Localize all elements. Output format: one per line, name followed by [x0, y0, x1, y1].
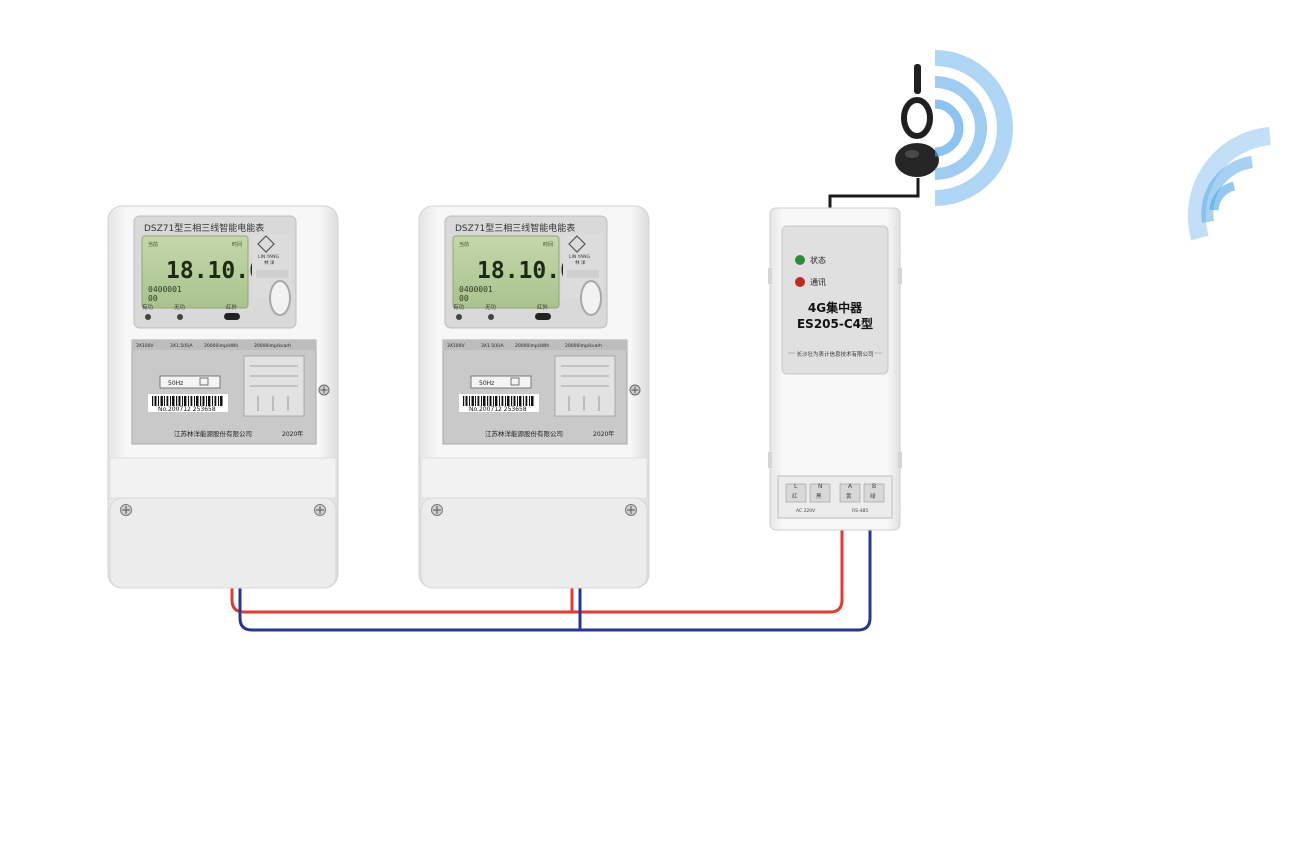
svg-text:20000imp/kWh: 20000imp/kWh: [204, 343, 238, 349]
manufacturer: 江苏林洋能源股份有限公司: [174, 429, 252, 438]
page-button: [580, 280, 602, 316]
serial-number: No.200712 253658: [158, 406, 216, 413]
svg-text:时间: 时间: [232, 241, 242, 248]
reactive-led: [177, 314, 183, 320]
infrared-port: [224, 313, 240, 320]
device-name: 4G集中器: [808, 300, 863, 315]
svg-text:通讯: 通讯: [810, 277, 826, 287]
svg-text:0400001: 0400001: [148, 285, 182, 294]
svg-text:20000imp/kvarh: 20000imp/kvarh: [565, 343, 602, 349]
svg-text:50Hz: 50Hz: [168, 380, 183, 387]
svg-text:RS-485: RS-485: [852, 508, 868, 514]
serial-number: No.200712 253658: [469, 406, 527, 413]
svg-text:0400001: 0400001: [459, 285, 493, 294]
active-led: [145, 314, 151, 320]
svg-text:3X100V: 3X100V: [136, 343, 155, 349]
concentrator-4g: 状态 通讯 4G集中器 ES205-C4型 长沙壮为表计信息技术有限公司 L N…: [768, 207, 902, 531]
svg-text:00: 00: [148, 294, 158, 303]
svg-text:有功: 有功: [453, 303, 465, 311]
barcode-bars: [152, 396, 223, 406]
svg-text:时间: 时间: [543, 241, 553, 248]
wire-blue: [238, 528, 872, 632]
svg-text:N: N: [818, 483, 823, 490]
svg-text:当前: 当前: [148, 241, 158, 248]
svg-text:AC 220V: AC 220V: [796, 508, 816, 514]
svg-text:3X1.5(6)A: 3X1.5(6)A: [170, 343, 193, 349]
svg-text:3X100V: 3X100V: [447, 343, 466, 349]
device-company: 长沙壮为表计信息技术有限公司: [796, 350, 873, 358]
svg-text:50Hz: 50Hz: [479, 380, 494, 387]
svg-text:2020年: 2020年: [593, 430, 614, 438]
svg-text:00: 00: [459, 294, 469, 303]
comm-led: [795, 277, 805, 287]
svg-text:有功: 有功: [142, 303, 154, 311]
svg-text:20000imp/kvarh: 20000imp/kvarh: [254, 343, 291, 349]
meter-title: DSZ71型三相三线智能电能表: [144, 222, 264, 234]
antenna: [828, 64, 939, 208]
brand-name: LIN YANG: [258, 254, 279, 260]
antenna-cable: [828, 178, 920, 208]
svg-text:红外: 红外: [226, 303, 238, 311]
infrared-port: [535, 313, 551, 320]
svg-text:L: L: [794, 483, 798, 490]
lcd-screen: [141, 235, 249, 309]
svg-text:2020年: 2020年: [282, 430, 303, 438]
svg-text:黑: 黑: [816, 493, 822, 500]
meter-title: DSZ71型三相三线智能电能表: [455, 222, 575, 234]
svg-text:红外: 红外: [537, 303, 549, 311]
svg-text:B: B: [872, 483, 876, 490]
active-led: [456, 314, 462, 320]
lcd-screen: [452, 235, 560, 309]
barcode-bars: [463, 396, 534, 406]
svg-text:林 洋: 林 洋: [575, 259, 586, 266]
svg-text:当前: 当前: [459, 241, 469, 248]
svg-text:状态: 状态: [810, 255, 826, 265]
reactive-led: [488, 314, 494, 320]
svg-text:无功: 无功: [485, 303, 497, 311]
svg-text:3X1.5(6)A: 3X1.5(6)A: [481, 343, 504, 349]
energy-meter-2: DSZ71型三相三线智能电能表 当前 时间 18.10.08 0400001 0…: [418, 205, 650, 589]
svg-text:无功: 无功: [174, 303, 186, 311]
page-button: [269, 280, 291, 316]
device-model: ES205-C4型: [797, 316, 873, 331]
manufacturer: 江苏林洋能源股份有限公司: [485, 429, 563, 438]
wire-red: [230, 528, 844, 614]
signal-icon-antenna: [934, 50, 1013, 206]
svg-text:黄: 黄: [846, 492, 852, 500]
brand-name: LIN YANG: [569, 254, 590, 260]
svg-text:林 洋: 林 洋: [264, 259, 275, 266]
svg-text:20000imp/kWh: 20000imp/kWh: [515, 343, 549, 349]
svg-text:绿: 绿: [870, 492, 876, 500]
brand-logo: [568, 235, 586, 253]
svg-text:红: 红: [792, 492, 798, 500]
svg-text:A: A: [848, 483, 853, 490]
brand-logo: [257, 235, 275, 253]
wires: [230, 528, 872, 632]
signal-icon-remote: [1187, 127, 1272, 241]
energy-meter-1: DSZ71型三相三线智能电能表 当前 时间 18.10.08 0400001 0…: [107, 205, 339, 589]
status-led: [795, 255, 805, 265]
